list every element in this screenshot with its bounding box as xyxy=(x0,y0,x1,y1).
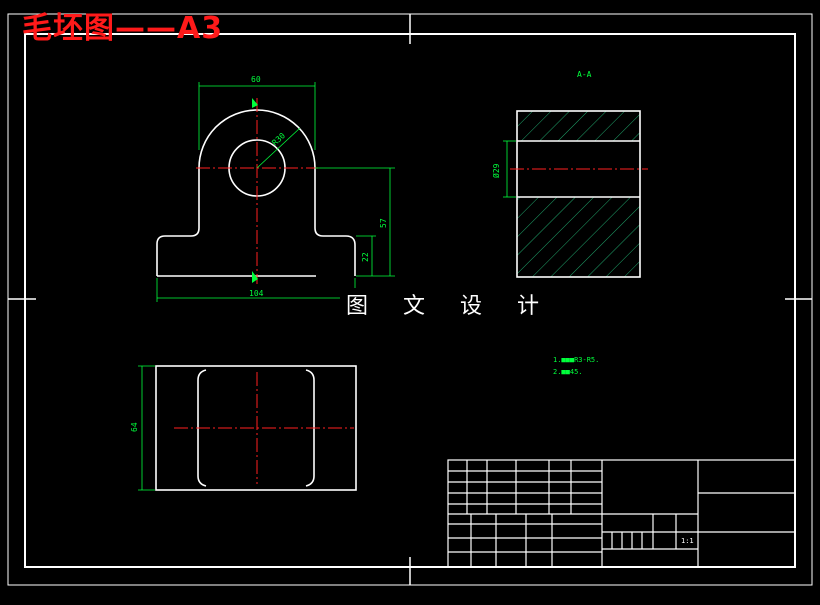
front-dimensions xyxy=(156,82,395,302)
section-label: A-A xyxy=(577,70,592,79)
title-block xyxy=(447,459,796,568)
watermark-text: 图 文 设 计 xyxy=(340,288,559,320)
bottom-flag-mark xyxy=(252,271,258,283)
top-view xyxy=(138,365,357,491)
dim-depth: 64 xyxy=(130,422,139,432)
section-hatch-top xyxy=(517,111,640,141)
dim-radius: R30 xyxy=(270,131,287,147)
top-view-outline xyxy=(155,365,357,491)
front-view xyxy=(156,98,356,284)
top-flag-mark xyxy=(252,98,258,108)
dim-height-total: 57 xyxy=(379,218,388,228)
note-2: 2.■■45. xyxy=(553,368,583,376)
dim-bore-diameter: Ø29 xyxy=(491,163,501,178)
drawing-title: 毛坯图——A3 xyxy=(22,11,224,46)
dim-width-base: 104 xyxy=(249,289,264,298)
dim-height-base: 22 xyxy=(361,252,370,262)
note-1: 1.■■■R3-R5. xyxy=(553,356,599,364)
section-view xyxy=(503,110,648,278)
dim-width-top: 60 xyxy=(251,75,261,84)
section-outline xyxy=(516,110,641,278)
section-hatch-bottom xyxy=(517,197,640,277)
front-outline xyxy=(156,109,356,276)
scale-value: 1:1 xyxy=(681,537,694,545)
